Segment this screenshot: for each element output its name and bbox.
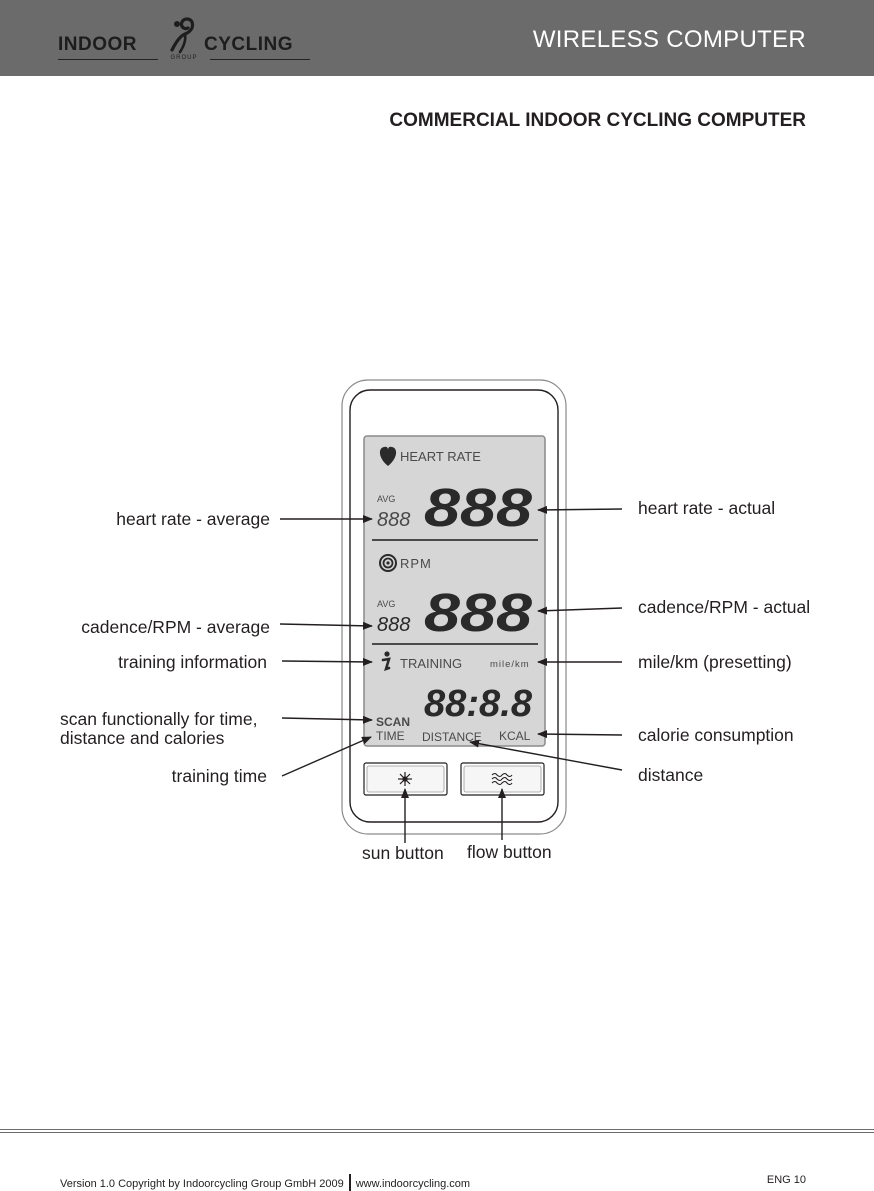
heart-icon <box>379 446 397 466</box>
label-heart-rate-actual: heart rate - actual <box>638 498 776 518</box>
label-flow-button: flow button <box>467 842 552 862</box>
arrow-cadence-actual <box>537 606 623 615</box>
label-heart-rate-average: heart rate - average <box>116 509 270 529</box>
footer-page-number: ENG 10 <box>766 1174 806 1186</box>
sun-icon <box>398 772 412 786</box>
label-training-time: training time <box>171 766 267 786</box>
label-distance: distance <box>638 765 704 785</box>
logo-word-left: INDOOR <box>58 34 137 55</box>
lcd-unit-label: mile/km <box>490 659 530 670</box>
lcd-screen <box>363 435 546 747</box>
footer-rule-bottom <box>0 1132 874 1133</box>
logo-rule-left <box>58 59 158 60</box>
footer-rule-top <box>0 1129 874 1130</box>
arrow-scan <box>281 715 373 724</box>
lcd-avg-label-2: AVG <box>377 599 395 609</box>
lcd-kcal-label: KCAL <box>499 729 531 743</box>
arrow-cadence-average <box>279 621 373 630</box>
label-training-information: training information <box>118 652 267 672</box>
label-cadence-average: cadence/RPM - average <box>81 617 270 637</box>
document-title: COMMERCIAL INDOOR CYCLING COMPUTER <box>389 110 806 131</box>
brand-logo: INDOOR CYCLING GROUP <box>58 14 310 64</box>
cyclist-logo-icon <box>170 17 195 54</box>
logo-sub: GROUP <box>170 55 198 61</box>
label-calorie: calorie consumption <box>638 725 794 745</box>
lcd-avg-value-1: 888 <box>377 509 410 531</box>
arrow-calorie <box>537 730 623 739</box>
label-scan-line2: distance and calories <box>60 728 225 748</box>
lcd-avg-value-2: 888 <box>377 614 410 636</box>
lcd-distance-label: DISTANCE <box>422 730 482 744</box>
footer-url[interactable]: www.indoorcycling.com <box>355 1178 471 1190</box>
arrow-heart-rate-actual <box>537 505 623 514</box>
flow-icon <box>491 772 513 786</box>
lcd-training-label: TRAINING <box>400 656 462 671</box>
arrow-distance <box>469 739 623 771</box>
label-cadence-actual: cadence/RPM - actual <box>638 597 811 617</box>
footer-copyright: Version 1.0 Copyright by Indoorcycling G… <box>60 1174 470 1191</box>
footer-separator <box>348 1174 351 1191</box>
lcd-bottom-value: 88:8.8 <box>424 683 533 725</box>
lcd-heart-rate-label: HEART RATE <box>400 449 481 464</box>
arrow-training-information <box>281 657 373 666</box>
footer-version-text: Version 1.0 Copyright by Indoorcycling G… <box>60 1178 344 1190</box>
lcd-big-value-1: 888 <box>424 478 532 538</box>
header-bar: INDOOR CYCLING GROUP WIRELESS COMPUTER <box>0 0 874 76</box>
lcd-scan-label: SCAN <box>376 715 410 729</box>
target-icon <box>379 554 397 572</box>
lcd-rpm-label: RPM <box>400 556 432 571</box>
label-scan-line1: scan functionally for time, <box>60 709 258 729</box>
label-mile-km: mile/km (presetting) <box>638 652 792 672</box>
lcd-avg-label-1: AVG <box>377 494 395 504</box>
sun-button[interactable] <box>363 762 448 796</box>
lcd-big-value-2: 888 <box>424 583 532 643</box>
logo-word-right: CYCLING <box>204 34 293 55</box>
label-sun-button: sun button <box>362 843 444 863</box>
arrow-training-time <box>281 736 372 777</box>
flow-button[interactable] <box>460 762 545 796</box>
lcd-time-label: TIME <box>376 729 405 743</box>
logo-rule-right <box>210 59 310 60</box>
info-icon <box>381 651 391 672</box>
header-title: WIRELESS COMPUTER <box>532 26 806 53</box>
